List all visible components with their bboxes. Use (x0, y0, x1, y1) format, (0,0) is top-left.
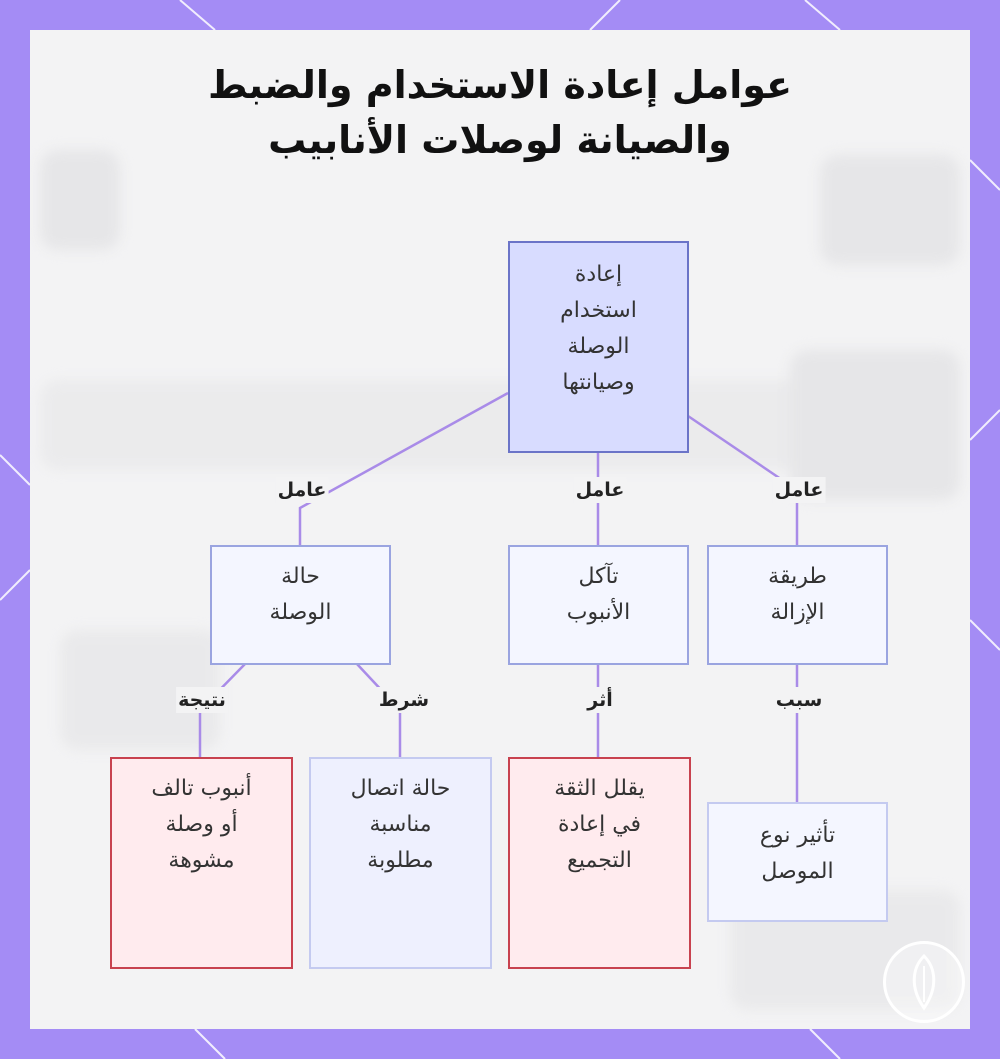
node-root-line: إعادة (574, 262, 623, 287)
node-removal-method-line: الإزالة (770, 600, 825, 625)
node-connector-type-line: الموصل (761, 859, 834, 884)
edge-root-to-joint-condition (298, 391, 509, 545)
node-proper-connection: حالة اتصال مناسبة مطلوبة (309, 757, 492, 969)
edge-label-factor-left: عامل (275, 477, 329, 503)
node-connector-type: تأثير نوع الموصل (707, 802, 888, 922)
node-damaged-pipe-line: أنبوب تالف (151, 776, 252, 801)
edge-label-result: نتيجة (176, 687, 228, 713)
edge-label-factor-right: عامل (772, 477, 826, 503)
edge-label-effect: أثر (585, 687, 615, 713)
node-root-line: استخدام (560, 298, 637, 323)
node-proper-connection-line: مناسبة (369, 812, 432, 837)
node-removal-method-line: طريقة (768, 564, 827, 589)
node-root-line: الوصلة (567, 334, 630, 359)
node-pipe-corrosion: تآكل الأنبوب (508, 545, 689, 665)
edge-label-factor-center: عامل (573, 477, 627, 503)
node-joint-condition-line: حالة (281, 564, 320, 589)
title-line-2: والصيانة لوصلات الأنابيب (268, 118, 732, 162)
node-damaged-pipe: أنبوب تالف أو وصلة مشوهة (110, 757, 293, 969)
node-proper-connection-line: حالة اتصال (350, 776, 451, 801)
node-removal-method: طريقة الإزالة (707, 545, 888, 665)
node-pipe-corrosion-line: تآكل (578, 564, 619, 589)
node-root-line: وصيانتها (562, 370, 635, 395)
node-damaged-pipe-line: أو وصلة (165, 812, 238, 837)
edge-label-condition: شرط (376, 687, 432, 713)
node-pipe-corrosion-line: الأنبوب (566, 600, 631, 625)
node-root: إعادة استخدام الوصلة وصيانتها (508, 241, 689, 453)
node-reduces-confidence-line: في إعادة (557, 812, 642, 837)
diagram-title: عوامل إعادة الاستخدام والضبط والصيانة لو… (0, 58, 1000, 168)
edge-label-cause: سبب (773, 687, 825, 713)
node-reduces-confidence-line: يقلل الثقة (554, 776, 645, 801)
node-reduces-confidence: يقلل الثقة في إعادة التجميع (508, 757, 691, 969)
node-joint-condition: حالة الوصلة (210, 545, 391, 665)
shield-leaf-icon (883, 941, 965, 1023)
node-damaged-pipe-line: مشوهة (168, 848, 235, 873)
node-joint-condition-line: الوصلة (269, 600, 332, 625)
node-connector-type-line: تأثير نوع (759, 823, 836, 848)
title-line-1: عوامل إعادة الاستخدام والضبط (207, 63, 793, 107)
node-reduces-confidence-line: التجميع (567, 848, 632, 873)
node-proper-connection-line: مطلوبة (367, 848, 434, 873)
